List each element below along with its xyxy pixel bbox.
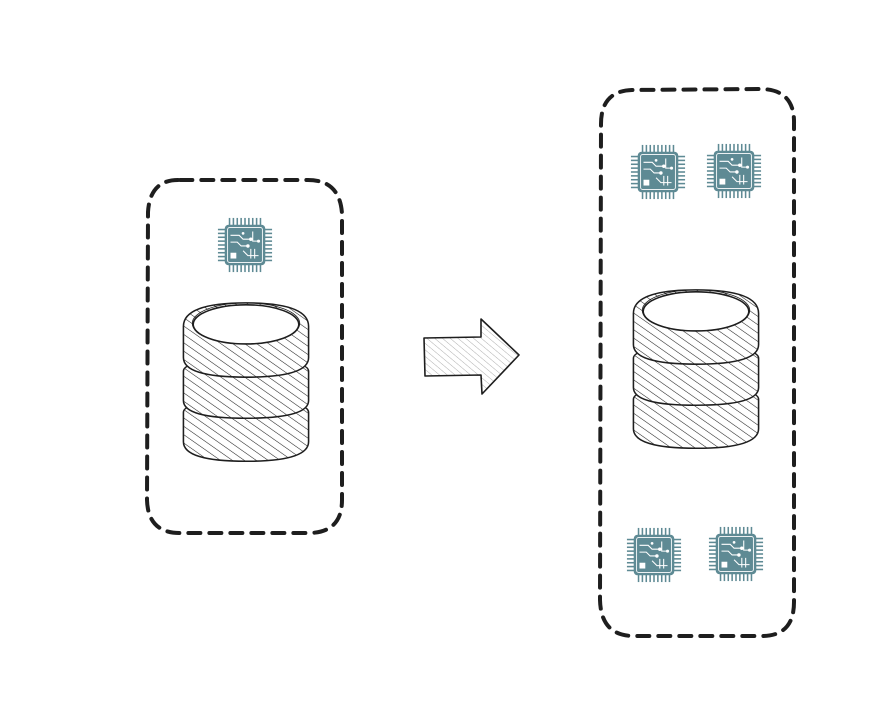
database-icon: [182, 302, 310, 463]
before-node: [144, 177, 344, 535]
after-container: [597, 86, 797, 638]
cpu-chip-icon: [708, 526, 764, 582]
right-arrow-icon: [423, 318, 520, 395]
cpu-chip-icon: [630, 144, 686, 200]
after-node: [597, 86, 797, 638]
cpu-chip-icon: [217, 217, 273, 273]
cpu-chip-icon: [706, 143, 762, 199]
cpu-chip-icon: [626, 527, 682, 583]
database-icon: [632, 289, 760, 450]
